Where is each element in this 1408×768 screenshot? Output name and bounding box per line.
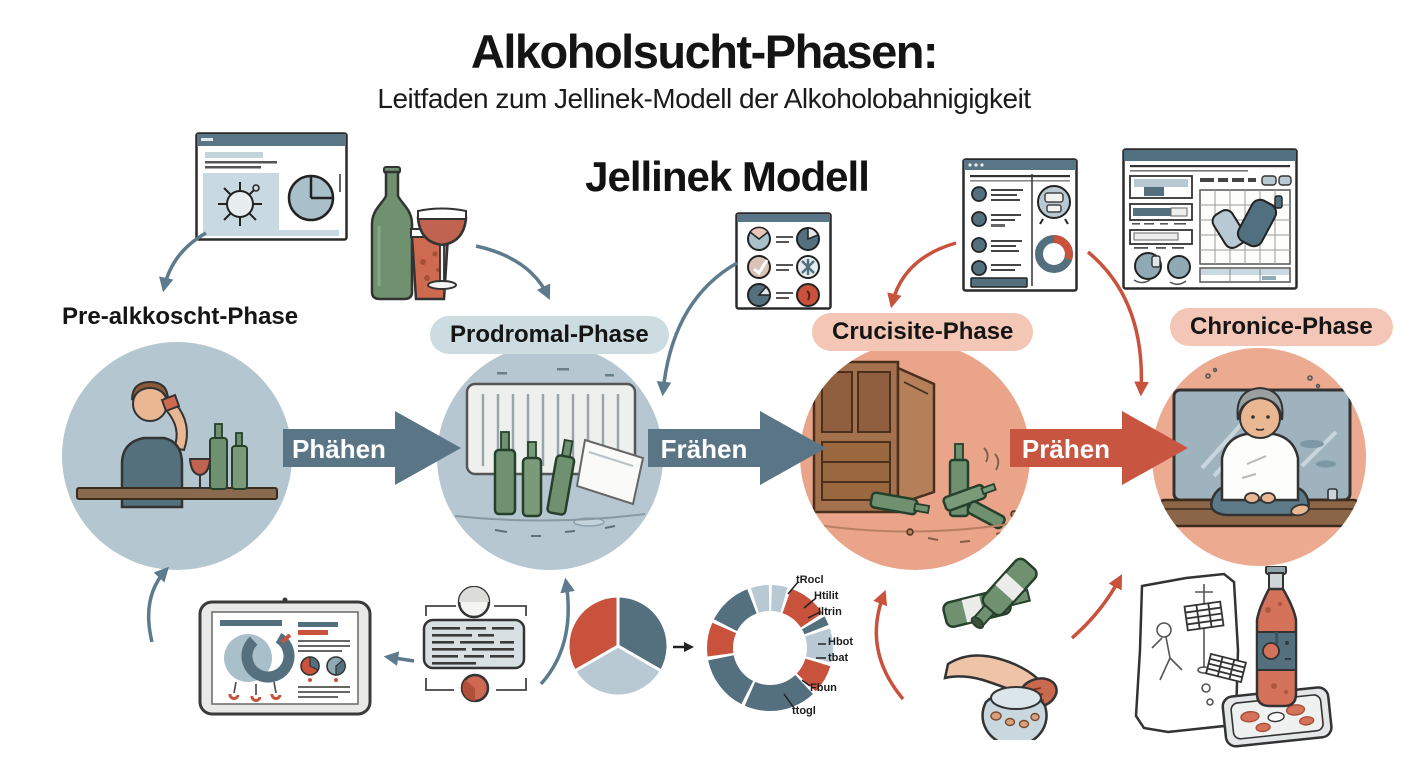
donut-label-5: tbat (828, 652, 849, 664)
phase1-label: Pre-alkkoscht-Phase (62, 303, 299, 330)
pie-icons-panel (735, 212, 832, 310)
arrow-bottles-to-phase3 (873, 589, 905, 701)
phase4-label: Chronice-Phase (1170, 308, 1393, 346)
tablet-report-icon (198, 596, 373, 718)
arrow-bowl-to-phase4 (1070, 574, 1123, 640)
alcohol-bottles-icon (360, 166, 475, 304)
donut-chart: tRocl Htilit Iltrin Hbot tbat Fbun ttogl (698, 566, 863, 728)
transition-arrow-3: Prähen (1010, 408, 1190, 488)
donut-label-1: tRocl (796, 574, 824, 586)
falling-bottles-arm-bowl-icon (928, 552, 1078, 740)
phase3-circle (800, 342, 1030, 570)
donut-label-3: Iltrin (818, 606, 842, 618)
arrow-tablet-to-phase1 (146, 566, 169, 643)
arrow-flowchart-to-tablet (383, 651, 415, 666)
donut-label-4: Hbot (828, 636, 854, 648)
newspaper-bottle-tray-icon (1128, 566, 1336, 748)
arrow-checklist-to-phase3 (887, 241, 957, 309)
notes-flowchart-icon (418, 586, 543, 714)
transition-arrow-1: Phähen (283, 408, 463, 488)
phase3-label: Crucisite-Phase (812, 313, 1034, 351)
dashboard-window (1122, 148, 1298, 290)
pie-chart (565, 592, 671, 700)
checklist-panel (962, 158, 1078, 292)
phase2-label: Prodromal-Phase (430, 316, 669, 354)
model-heading: Jellinek Modell (585, 153, 870, 200)
transition-arrow-2: Frähen (648, 408, 828, 488)
arrow-bottles-to-phase2 (475, 244, 551, 300)
transition-arrow-1-label: Phähen (292, 434, 386, 464)
donut-label-6: Fbun (810, 682, 837, 694)
transition-arrow-3-label: Prähen (1021, 434, 1111, 464)
phase2-circle (437, 344, 663, 570)
phase4-circle (1152, 348, 1366, 566)
donut-label-7: ttogl (792, 705, 816, 717)
transition-arrow-2-label: Frähen (660, 434, 748, 464)
browser-analytics-window-icon (195, 132, 348, 242)
phase1-circle (62, 342, 292, 570)
arrow-panel-to-transition2 (656, 261, 738, 397)
page-title: Alkoholsucht-Phasen: (470, 25, 939, 78)
donut-label-2: Htilit (814, 590, 839, 602)
page-subtitle: Leitfaden zum Jellinek-Modell der Alkoho… (377, 83, 1031, 114)
